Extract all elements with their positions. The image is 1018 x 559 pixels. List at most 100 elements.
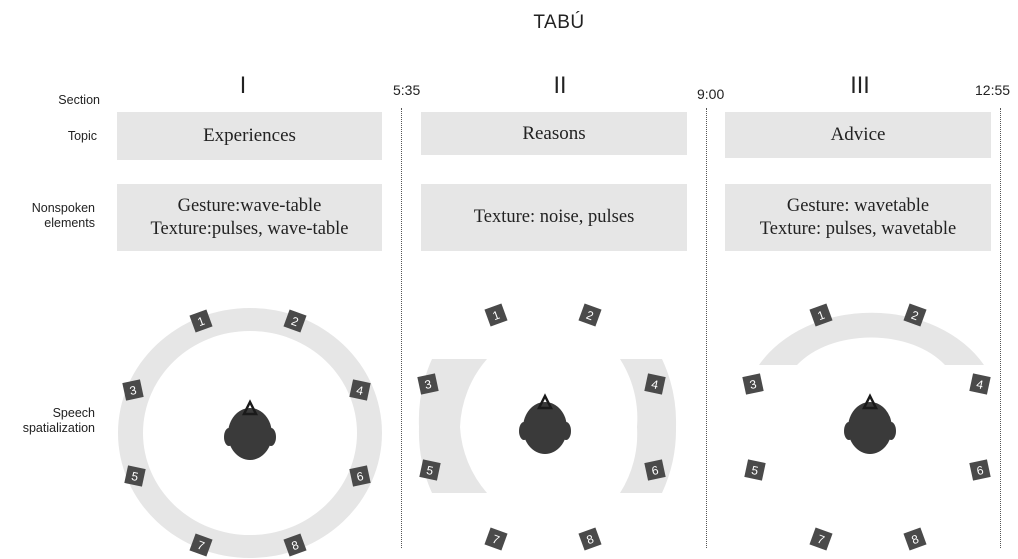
row-label-nonspoken-line2: elements (44, 216, 95, 230)
nonspoken-1-line1: Gesture:wave-table (177, 195, 322, 216)
listener-face (523, 402, 567, 454)
speaker-5-panel-3: 5 (744, 459, 766, 481)
nonspoken-1-line2: Texture:pulses, wave-table (150, 218, 349, 239)
speaker-number: 7 (195, 538, 206, 554)
speaker-box-icon (189, 309, 213, 333)
speaker-box-icon (349, 379, 371, 401)
speaker-number: 7 (490, 532, 501, 548)
speaker-number: 8 (585, 532, 596, 548)
speaker-1-panel-1: 1 (189, 309, 213, 333)
listener-face (848, 402, 892, 454)
listener-nose (241, 399, 259, 416)
speaker-2-panel-1: 2 (283, 309, 307, 333)
section-divider-1 (401, 108, 402, 548)
speaker-number: 8 (290, 538, 301, 554)
speaker-6-panel-1: 6 (349, 465, 371, 487)
sound-region-left-arc (418, 359, 487, 493)
speaker-box-icon (969, 459, 991, 481)
section-numeral-1: I (239, 74, 247, 99)
speaker-box-icon (578, 303, 602, 327)
speaker-8-panel-1: 8 (283, 533, 307, 557)
speaker-number: 3 (423, 377, 433, 392)
speaker-3-panel-2: 3 (417, 373, 439, 395)
speaker-box-icon (484, 303, 508, 327)
speaker-5-panel-1: 5 (124, 465, 146, 487)
topic-box-3: Advice (725, 112, 991, 158)
speaker-number: 4 (650, 377, 660, 392)
speaker-6-panel-2: 6 (644, 459, 666, 481)
speaker-4-panel-1: 4 (349, 379, 371, 401)
speaker-box-icon (809, 303, 833, 327)
row-label-speech: Speech spatialization (10, 406, 95, 436)
speaker-7-panel-2: 7 (484, 527, 508, 551)
speaker-5-panel-2: 5 (419, 459, 441, 481)
speaker-box-icon (122, 379, 144, 401)
speaker-box-icon (903, 527, 927, 551)
speaker-2-panel-3: 2 (903, 303, 927, 327)
speaker-4-panel-2: 4 (644, 373, 666, 395)
speaker-number: 2 (909, 308, 920, 324)
topic-box-1: Experiences (117, 112, 382, 160)
speaker-4-panel-3: 4 (969, 373, 991, 395)
speaker-number: 4 (355, 383, 365, 398)
nonspoken-2-line1: Texture: noise, pulses (473, 207, 635, 227)
speaker-number: 8 (910, 532, 921, 548)
speaker-box-icon (283, 533, 307, 557)
speaker-3-panel-1: 3 (122, 379, 144, 401)
speaker-number: 3 (128, 383, 138, 398)
row-label-topic: Topic (67, 129, 97, 143)
listener-head-icon (844, 393, 896, 454)
speaker-box-icon (417, 373, 439, 395)
row-label-nonspoken: Nonspoken elements (10, 201, 95, 231)
speaker-number: 1 (491, 308, 502, 324)
section-divider-3 (1000, 108, 1001, 548)
speaker-box-icon (283, 309, 307, 333)
section-numeral-3: III (850, 74, 870, 99)
speaker-box-icon (969, 373, 991, 395)
row-label-section: Section (58, 93, 100, 107)
speaker-box-icon (484, 527, 508, 551)
speaker-number: 6 (355, 469, 365, 484)
section-end-time-1: 5:35 (393, 82, 421, 98)
row-label-speech-line1: Speech (52, 406, 95, 420)
speaker-box-icon (189, 533, 213, 557)
speaker-box-icon (644, 459, 666, 481)
speaker-8-panel-3: 8 (903, 527, 927, 551)
nonspoken-box-3: Gesture: wavetable Texture: pulses, wave… (725, 184, 991, 251)
section-numeral-2: II (553, 74, 567, 99)
listener-face (228, 408, 272, 460)
sound-region-top-arc (759, 312, 984, 365)
speaker-number: 5 (130, 469, 140, 484)
speaker-number: 1 (196, 314, 207, 330)
listener-nose (536, 393, 554, 410)
speaker-number: 6 (650, 463, 660, 478)
speaker-number: 2 (289, 314, 300, 330)
nonspoken-3-line2: Texture: pulses, wavetable (759, 218, 957, 239)
speaker-number: 4 (975, 377, 985, 392)
speaker-number: 2 (584, 308, 595, 324)
nonspoken-box-1: Gesture:wave-table Texture:pulses, wave-… (117, 184, 382, 251)
speaker-7-panel-3: 7 (809, 527, 833, 551)
listener-head-icon (224, 399, 276, 460)
speaker-box-icon (809, 527, 833, 551)
speaker-number: 5 (750, 463, 760, 478)
speaker-box-icon (578, 527, 602, 551)
section-divider-2 (706, 108, 707, 548)
speaker-box-icon (349, 465, 371, 487)
speaker-8-panel-2: 8 (578, 527, 602, 551)
speaker-box-icon (419, 459, 441, 481)
speaker-number: 7 (815, 532, 826, 548)
speaker-1-panel-3: 1 (809, 303, 833, 327)
listener-head-icon (519, 393, 571, 454)
listener-nose (861, 393, 879, 410)
speaker-2-panel-2: 2 (578, 303, 602, 327)
speaker-number: 1 (816, 308, 827, 324)
speaker-number: 3 (748, 377, 758, 392)
nonspoken-3-line1: Gesture: wavetable (786, 195, 930, 216)
row-label-speech-line2: spatialization (22, 421, 95, 435)
speaker-box-icon (124, 465, 146, 487)
row-label-nonspoken-line1: Nonspoken (31, 201, 95, 215)
topic-box-2: Reasons (421, 112, 687, 155)
speaker-box-icon (644, 373, 666, 395)
